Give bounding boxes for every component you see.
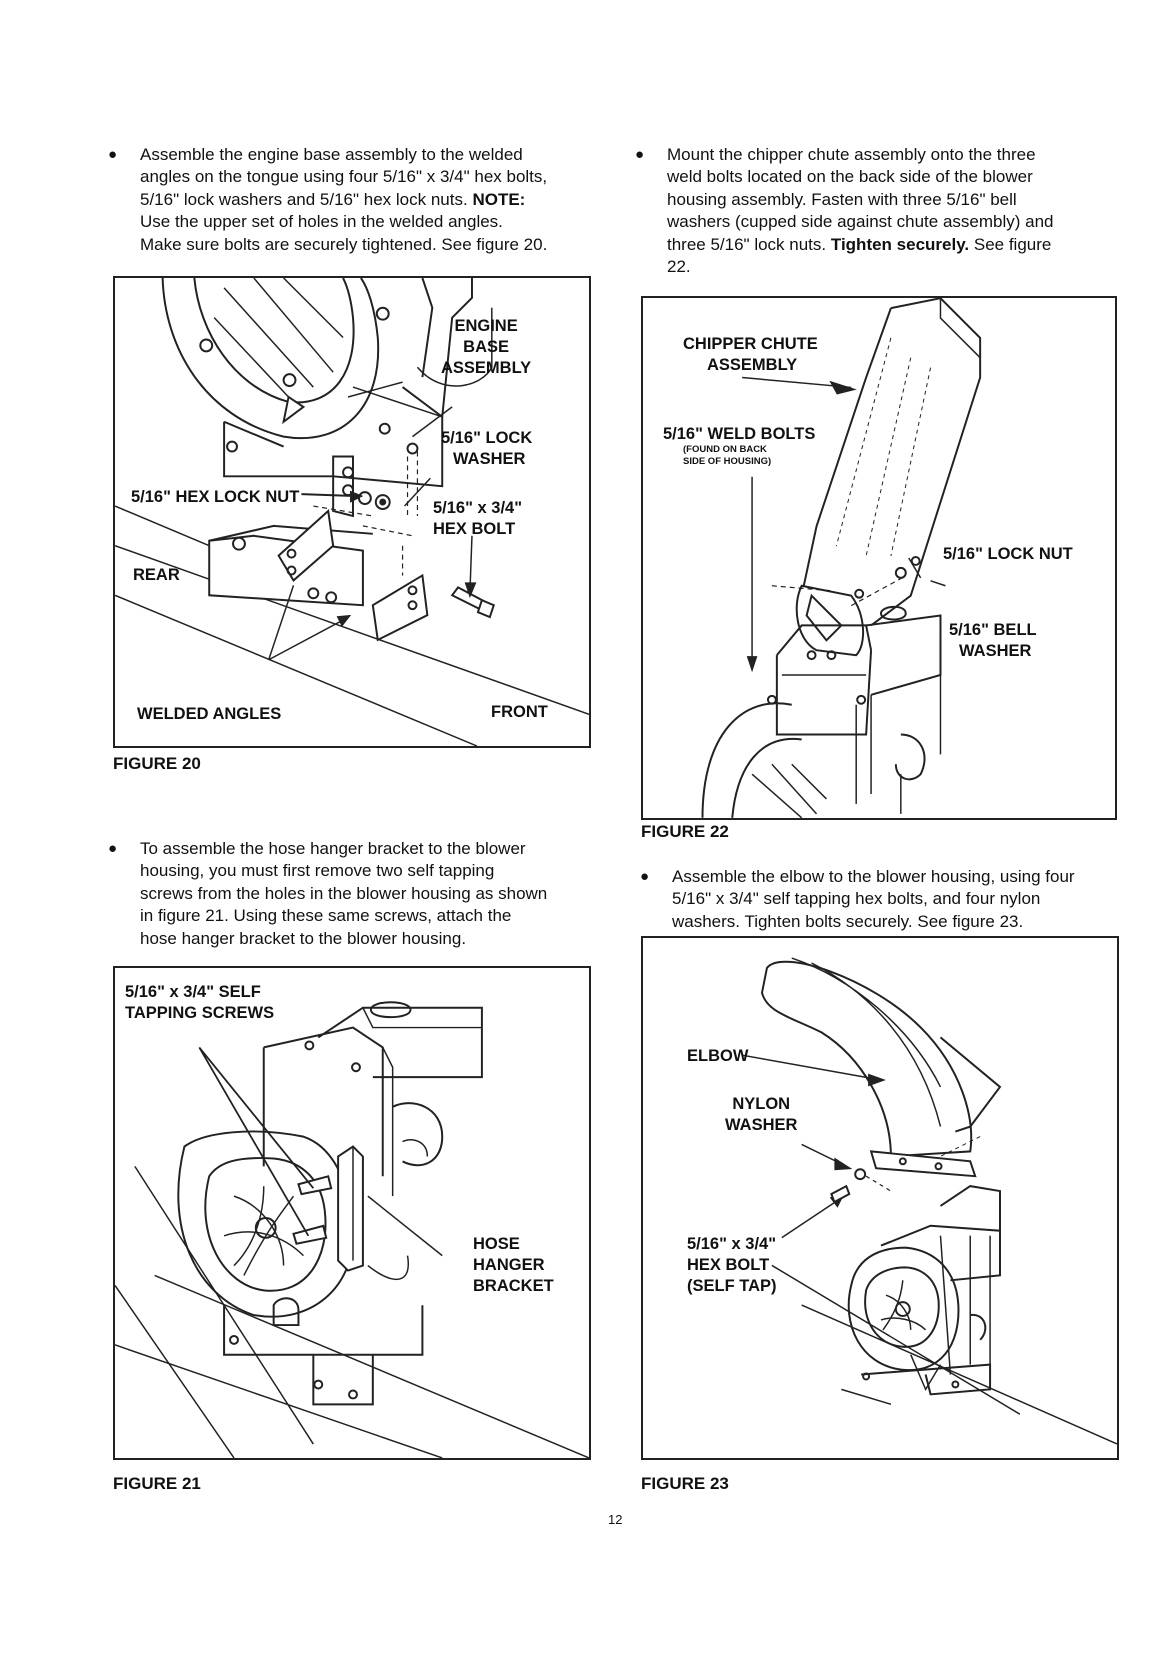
label-front: FRONT	[491, 703, 548, 721]
figure-20-drawing	[115, 278, 589, 746]
instruction-engine-base: ● Assemble the engine base assembly to t…	[108, 145, 548, 254]
figure-22-caption: FIGURE 22	[641, 822, 729, 841]
label-weld-bolts: 5/16" WELD BOLTS	[663, 425, 816, 443]
bullet: ●	[108, 146, 118, 163]
label-hose-hanger-bracket: HOSE HANGER BRACKET	[473, 1235, 554, 1295]
figure-21-drawing	[115, 1001, 589, 1458]
figure-20-caption: FIGURE 20	[113, 754, 201, 773]
figure-20: ENGINE BASE ASSEMBLY 5/16" LOCK WASHER 5…	[113, 276, 591, 748]
note-label: NOTE:	[472, 189, 526, 209]
label-lock-washer: 5/16" LOCK WASHER	[441, 429, 533, 468]
label-hex-bolt-self-tap: 5/16" x 3/4" HEX BOLT (SELF TAP)	[687, 1235, 777, 1295]
bullet: ●	[635, 146, 645, 163]
figure-23: ELBOW NYLON WASHER 5/16" x 3/4" HEX BOLT…	[641, 936, 1119, 1460]
label-hex-bolt: 5/16" x 3/4" HEX BOLT	[433, 499, 523, 538]
label-hex-lock-nut: 5/16" HEX LOCK NUT	[131, 488, 300, 506]
label-nylon-washer: NYLON WASHER	[725, 1095, 798, 1134]
figure-23-caption: FIGURE 23	[641, 1474, 729, 1493]
label-self-tapping-screws: 5/16" x 3/4" SELF TAPPING SCREWS	[125, 983, 275, 1022]
label-welded-angles: WELDED ANGLES	[137, 705, 282, 723]
label-bell-washer: 5/16" BELL WASHER	[949, 621, 1037, 660]
label-engine-base-assembly: ENGINE BASE ASSEMBLY	[441, 317, 532, 377]
instruction-hose-hanger: ● To assemble the hose hanger bracket to…	[108, 839, 548, 948]
bullet: ●	[640, 868, 650, 885]
label-elbow: ELBOW	[687, 1047, 749, 1065]
instruction-chipper-chute: ● Mount the chipper chute assembly onto …	[635, 145, 1054, 277]
label-rear: REAR	[133, 566, 180, 584]
figure-22-drawing	[701, 298, 982, 818]
figure-21-caption: FIGURE 21	[113, 1474, 201, 1493]
figure-21: 5/16" x 3/4" SELF TAPPING SCREWS HOSE HA…	[113, 966, 591, 1460]
figure-23-drawing	[742, 957, 1117, 1445]
page-number: 12	[608, 1512, 623, 1527]
label-chipper-chute-assembly: CHIPPER CHUTE ASSEMBLY	[683, 335, 818, 374]
bullet: ●	[108, 840, 118, 857]
figure-22: CHIPPER CHUTE ASSEMBLY 5/16" WELD BOLTS …	[641, 296, 1117, 820]
label-weld-bolts-note: (FOUND ON BACK SIDE OF HOUSING)	[683, 444, 772, 467]
label-lock-nut: 5/16" LOCK NUT	[943, 545, 1073, 563]
emphasis-tighten: Tighten securely.	[830, 234, 970, 254]
instruction-elbow: ● Assemble the elbow to the blower housi…	[640, 867, 1075, 931]
